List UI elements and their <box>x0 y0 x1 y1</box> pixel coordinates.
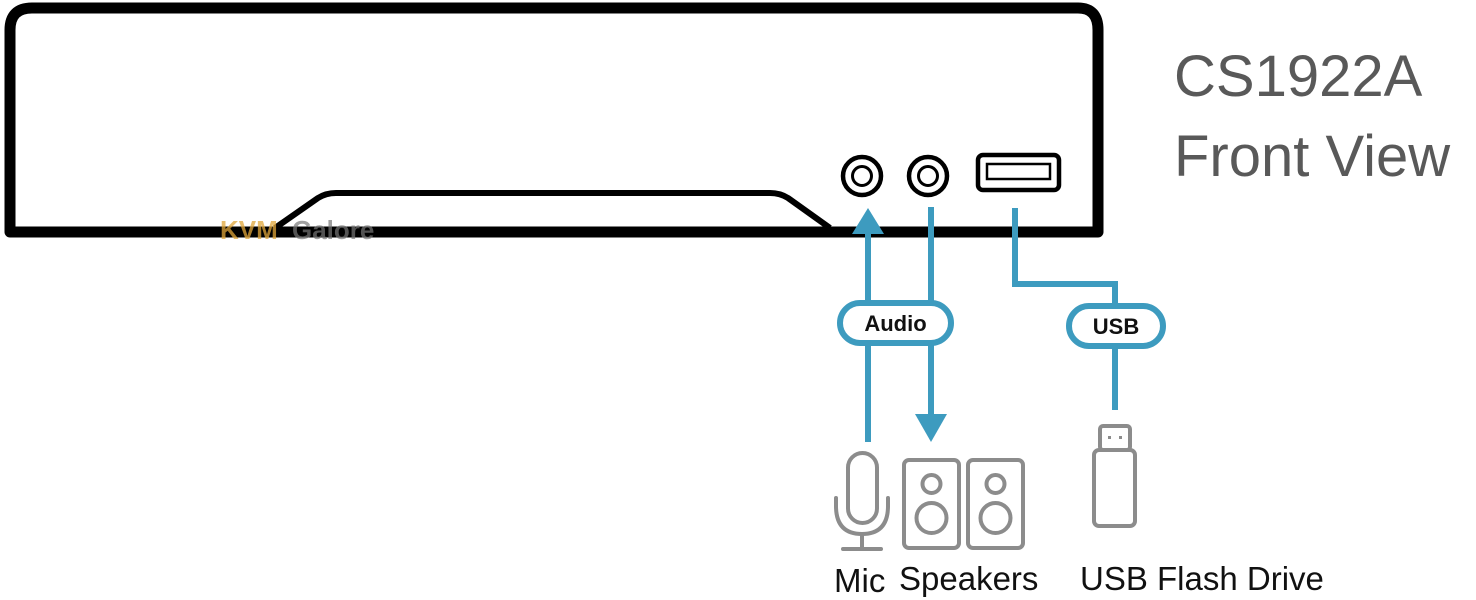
speaker-jack <box>906 154 950 198</box>
model-title: CS1922A <box>1174 44 1423 109</box>
chassis-outline <box>4 2 1104 238</box>
usb-group-label: USB <box>1093 314 1139 339</box>
audio-group-badge: Audio <box>837 300 954 346</box>
mic-arrow-icon <box>852 208 884 234</box>
microphone-icon <box>834 451 890 551</box>
view-title: Front View <box>1174 124 1451 189</box>
usb-flash-drive-label: USB Flash Drive <box>1080 560 1324 597</box>
usb-flash-drive-icon <box>1092 424 1137 528</box>
mic-label: Mic <box>834 562 885 599</box>
watermark-galore: Galore <box>292 215 374 245</box>
usb-port <box>975 152 1062 193</box>
watermark: KVM Galore <box>220 215 374 245</box>
speakers-label: Speakers <box>899 560 1038 597</box>
speaker-arrow-icon <box>915 414 947 442</box>
chassis-bevel <box>273 190 832 231</box>
usb-group-badge: USB <box>1066 303 1166 349</box>
audio-group-label: Audio <box>864 311 926 336</box>
mic-jack <box>840 154 884 198</box>
speakers-icon <box>902 458 1025 550</box>
watermark-kvm: KVM <box>220 215 278 245</box>
